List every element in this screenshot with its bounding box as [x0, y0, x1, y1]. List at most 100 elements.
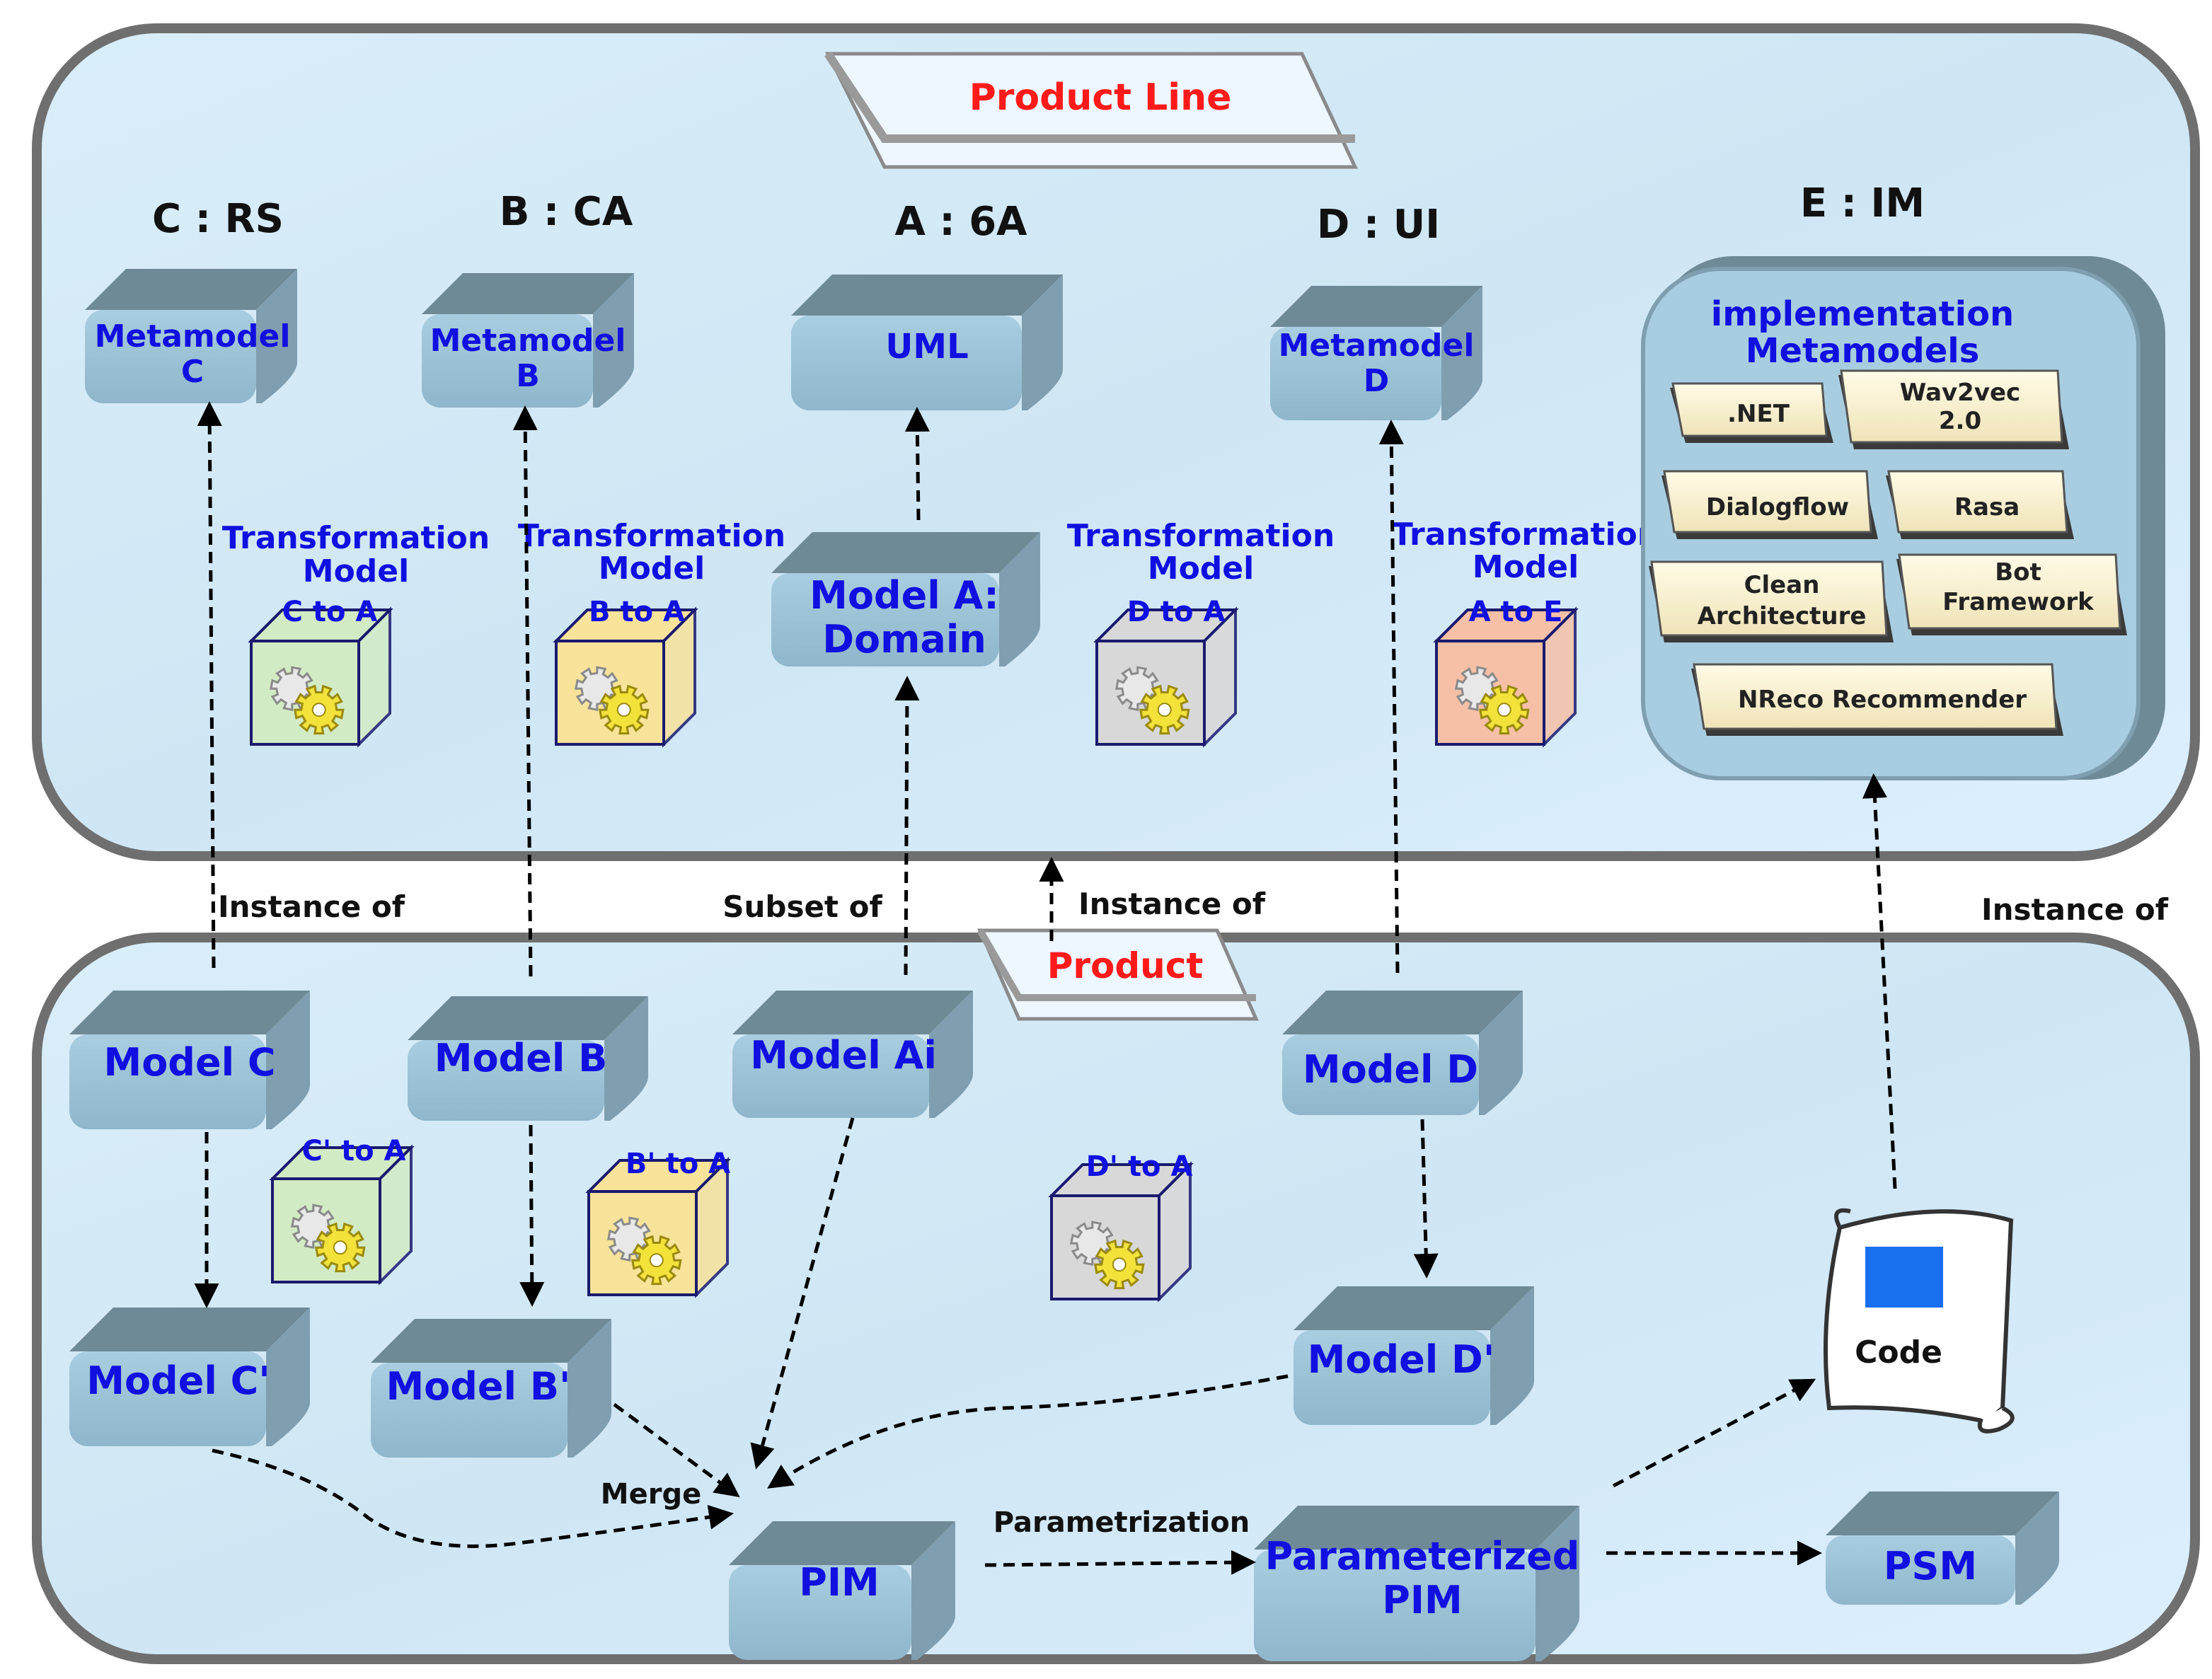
model-a-domain-box-side — [999, 532, 1040, 667]
instance-of-label-left: Instance of — [218, 889, 405, 924]
uml-box: UML — [791, 275, 1063, 410]
model-d-prime-label: Model D' — [1308, 1337, 1495, 1382]
model-b-prime-box-front — [371, 1363, 568, 1458]
uml-box-side — [1022, 275, 1063, 410]
impl-tab-dialogflow-label: Dialogflow — [1706, 493, 1849, 521]
model-b-box: Model B — [408, 996, 648, 1121]
merge-label: Merge — [601, 1478, 701, 1511]
metamodel-b-label-2: B — [516, 358, 540, 394]
metamodel-b-box-front — [422, 314, 593, 408]
arrow-parameterized-pim-to-code — [1612, 1378, 1816, 1488]
arrow-model-d-to-model-d-prime — [1413, 1119, 1439, 1279]
arrow-model-b-prime-to-pim — [613, 1402, 740, 1498]
psm-box-front — [1826, 1535, 2015, 1605]
model-d-prime-box: Model D' — [1294, 1286, 1534, 1425]
impl-tab-wav2vec: Wav2vec 2.0 — [1838, 369, 2069, 449]
impl-tab-nreco: NReco Recommender — [1691, 663, 2063, 736]
impl-tab-dotnet-label: .NET — [1727, 400, 1790, 428]
impl-tab-rasa-face — [1887, 470, 2068, 533]
impl-tab-bot-framework: Bot Framework — [1896, 553, 2127, 635]
impl-tab-clean-architecture-face — [1650, 560, 1888, 637]
transformation-cube-c-prime-label: C' to A — [301, 1135, 405, 1167]
category-a-heading: A : 6A — [894, 199, 1027, 245]
model-c-prime-box-side — [266, 1308, 310, 1446]
uml-label: UML — [885, 327, 968, 367]
model-c-box-top — [69, 991, 310, 1034]
transformation-cube-b-prime-to-a-gear-hub-icon — [649, 1253, 664, 1268]
model-c-label: Model C — [103, 1040, 275, 1085]
transformation-cube-b-prime-to-a: B' to A — [585, 1148, 731, 1298]
metamodel-c-box-top — [85, 269, 297, 310]
model-c-box: Model C — [69, 991, 310, 1129]
metamodel-c-box: Metamodel C — [85, 269, 297, 403]
model-ai-box-top — [732, 991, 973, 1034]
transformation-cube-d-to-a-label: D to A — [1127, 596, 1226, 628]
transformation-cube-b-to-a-label: B to A — [589, 596, 685, 628]
model-c-box-side — [266, 991, 310, 1129]
transformation-cube-a-to-e: A to E — [1433, 596, 1579, 748]
category-d-heading: D : UI — [1317, 202, 1440, 248]
model-ai-box: Model Ai — [732, 991, 973, 1118]
model-b-box-side — [604, 996, 648, 1121]
pim-box-top — [729, 1521, 955, 1565]
impl-tab-wav2vec-face — [1840, 369, 2063, 444]
transformation-cube-d-prime-label: D' to A — [1086, 1150, 1193, 1183]
metamodel-c-box-side — [256, 269, 297, 403]
transformation-cube-c-prime-to-a: C' to A — [269, 1135, 415, 1286]
model-d-box: Model D — [1282, 991, 1523, 1115]
metamodel-b-box-top — [422, 273, 634, 314]
instance-of-label-right: Instance of — [1981, 892, 2169, 927]
model-a-domain-box-front — [771, 573, 999, 667]
transformation-model-e-label-2: Model — [1473, 549, 1579, 585]
model-ai-label: Model Ai — [750, 1033, 937, 1078]
transformation-cube-c-to-a-label: C to A — [282, 596, 378, 628]
model-d-prime-box-side — [1490, 1286, 1534, 1425]
model-d-prime-box-top — [1294, 1286, 1534, 1330]
transformation-model-d-label-1: Transformation — [1067, 518, 1335, 554]
impl-tab-wav2vec-label-2: 2.0 — [1939, 407, 1981, 435]
code-blue-square — [1865, 1247, 1943, 1308]
parameterized-pim-box: Parameterized PIM — [1254, 1506, 1579, 1661]
model-a-domain-label-1: Model A: — [810, 573, 999, 618]
metamodel-d-label-1: Metamodel — [1279, 328, 1475, 364]
model-d-label: Model D — [1303, 1047, 1478, 1092]
parameterized-pim-label-1: Parameterized — [1265, 1534, 1580, 1579]
transformation-cube-b-prime-label: B' to A — [626, 1148, 730, 1180]
parameterized-pim-box-front — [1254, 1550, 1536, 1661]
metamodel-d-box-top — [1270, 286, 1482, 327]
implementation-metamodels-title-2: Metamodels — [1746, 331, 1980, 371]
model-c-box-front — [69, 1034, 266, 1129]
impl-tab-clean-label-1: Clean — [1744, 571, 1820, 599]
psm-box-top — [1826, 1492, 2059, 1535]
parameterized-pim-label-2: PIM — [1382, 1578, 1462, 1622]
product-line-banner: Product Line — [824, 51, 1358, 169]
psm-box-side — [2015, 1492, 2059, 1605]
instance-of-label-center: Instance of — [1078, 887, 1266, 921]
transformation-cube-c-to-a-gear-hub-icon — [311, 703, 326, 717]
transformation-model-c-label-1: Transformation — [222, 520, 490, 556]
metamodel-d-box: Metamodel D — [1270, 286, 1482, 420]
model-b-box-front — [408, 1040, 604, 1121]
model-b-prime-label: Model B' — [386, 1364, 570, 1409]
implementation-metamodels-title-1: implementation — [1711, 294, 2014, 334]
metamodel-b-label-1: Metamodel — [430, 323, 626, 359]
transformation-cube-d-prime-to-a: D' to A — [1048, 1150, 1194, 1303]
model-b-label: Model B — [434, 1036, 608, 1080]
impl-tab-rasa: Rasa — [1886, 470, 2074, 539]
parametrization-label: Parametrization — [993, 1506, 1250, 1539]
transformation-model-d-label-2: Model — [1148, 550, 1254, 587]
psm-box: PSM — [1826, 1492, 2059, 1605]
metamodel-c-label-2: C — [181, 354, 204, 390]
model-b-prime-box-side — [568, 1319, 611, 1458]
model-ai-box-side — [929, 991, 973, 1118]
model-a-domain-box: Model A: Domain — [771, 532, 1040, 667]
product-banner: Product — [977, 928, 1259, 1021]
transformation-cube-d-prime-to-a-gear-hub-icon — [1112, 1257, 1127, 1272]
pim-label: PIM — [799, 1560, 879, 1605]
model-c-prime-box-front — [69, 1351, 266, 1446]
impl-tab-bot-label-1: Bot — [1995, 558, 2041, 587]
connectors — [194, 401, 1897, 1575]
metamodel-b-box-side — [593, 273, 634, 408]
metamodel-b-box: Metamodel B — [422, 273, 634, 408]
